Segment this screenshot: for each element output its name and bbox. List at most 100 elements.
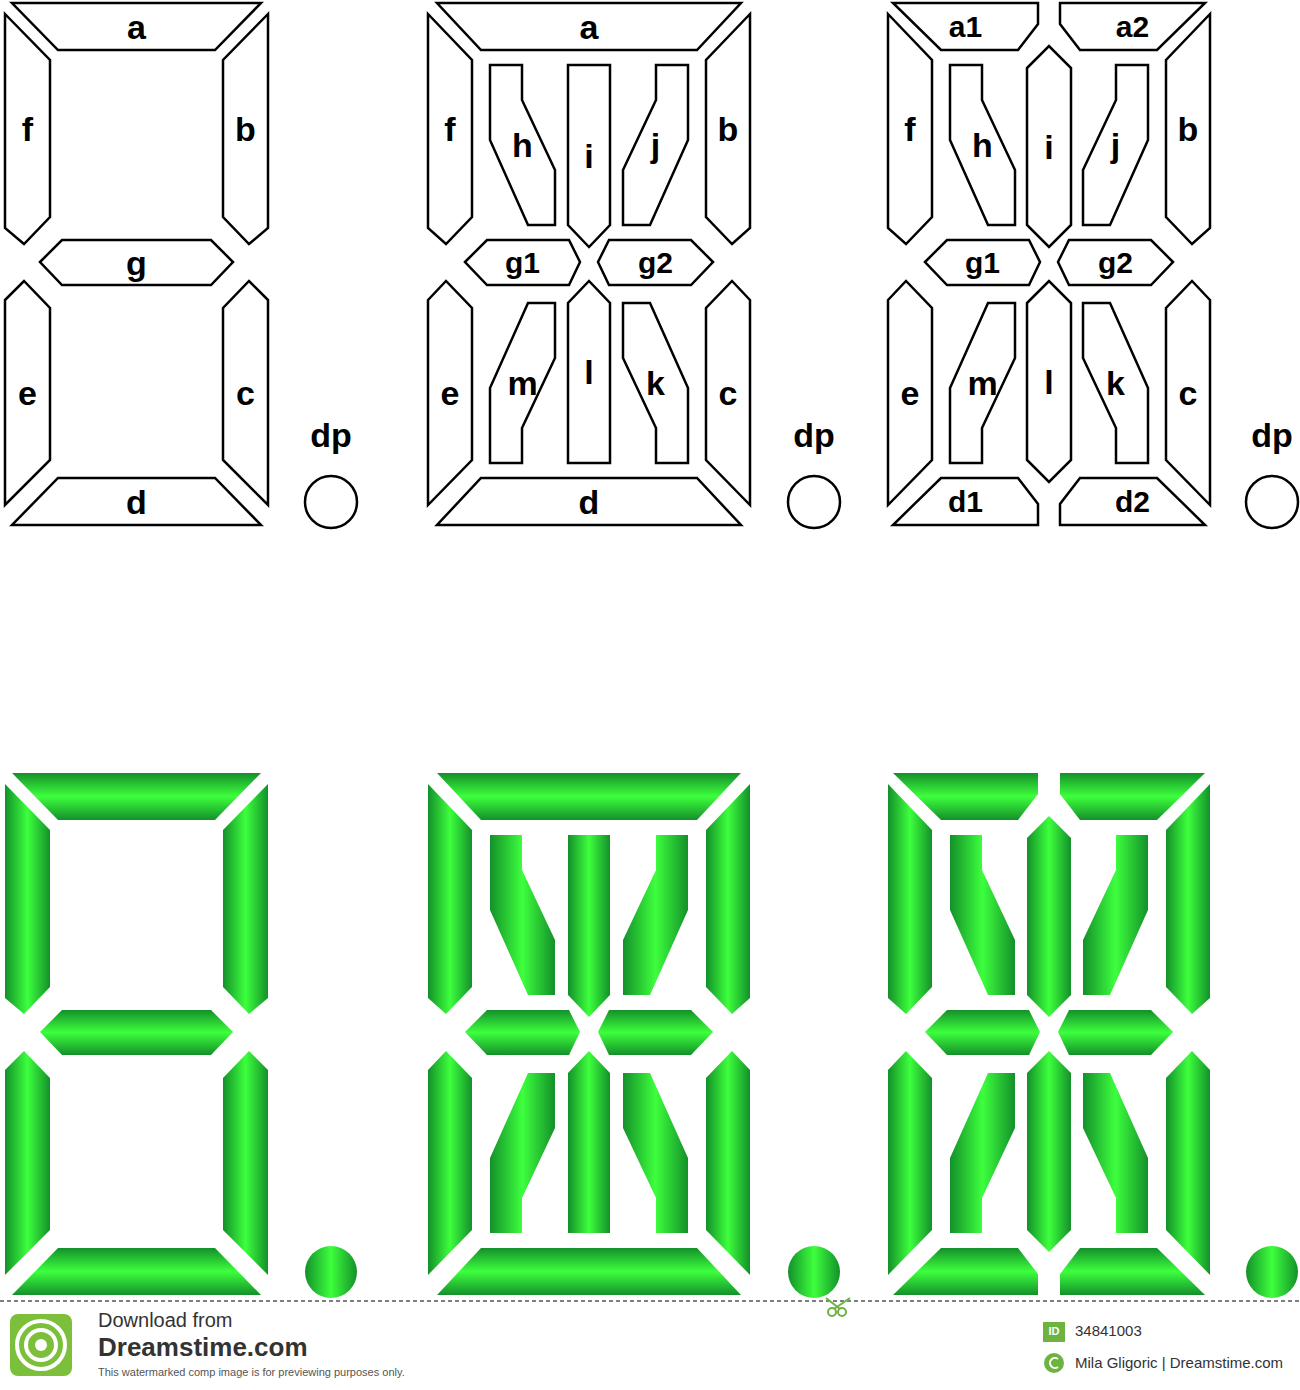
segment-polygon [888,14,932,244]
cut-line [0,1300,1300,1302]
segment-polygon [437,478,741,525]
segment-label: g1 [965,248,1000,278]
segment-outline: e [885,278,935,508]
segment-outline: c [1163,278,1213,508]
segment-outline: a [434,0,744,53]
segment-label: l [1044,365,1053,399]
segment-polygon [223,281,268,505]
green-segment [568,1051,610,1233]
segment-polygon [490,303,555,463]
segment-label: d [126,485,147,519]
green-segment [1027,816,1071,1017]
segment-label: dp [310,418,352,452]
decimal-point: dp [1237,418,1300,531]
segment-polygon [1027,46,1071,247]
segment-polygon [1058,240,1173,285]
segment-polygon [5,281,50,505]
green-segment [1083,1073,1148,1233]
segment-outline: b [703,11,753,247]
segment-polygon [223,14,268,244]
segment-label: f [904,112,915,146]
segment-polygon [568,65,610,247]
segment-label: k [1106,366,1125,400]
segment-label: i [1044,130,1053,164]
segment-outline: b [220,11,271,247]
segment-polygon [490,65,555,225]
segment-label: l [584,355,593,389]
segment-polygon [706,14,750,244]
segment-polygon [950,303,1015,463]
segment-polygon [1083,65,1148,225]
segment-polygon [925,240,1040,285]
green-segment [706,784,750,1014]
segment-label: f [22,112,33,146]
segment-label: i [584,139,593,173]
segment-outline: g1 [462,237,583,288]
green-segment [12,773,261,820]
segment-polygon [1083,303,1148,463]
green-segment [5,1051,50,1275]
green-segment [437,1248,741,1295]
segment-outline: g2 [1055,237,1176,288]
green-decimal-point [305,1246,357,1298]
watermark-text: Download from [98,1309,233,1331]
segment-polygon [1166,14,1210,244]
segment-outline: i [1024,43,1074,250]
green-segment [5,784,50,1014]
decimal-point-circle [305,476,357,528]
segment-polygon [1166,281,1210,505]
segment-label: dp [793,418,835,452]
decimal-point-circle [788,476,840,528]
green-segment [888,784,932,1014]
segment-label: a [580,10,599,44]
decimal-point: dp [779,418,849,531]
segment-outline: b [1163,11,1213,247]
green-segment [623,835,688,995]
segment-label: b [718,112,739,146]
id-badge-text: ID [1043,1325,1065,1337]
segment-polygon [12,3,261,50]
segment-polygon [5,14,50,244]
green-segment [706,1051,750,1275]
segment-outline: d2 [1057,475,1208,528]
segment-label: g2 [1098,248,1133,278]
segment-outline: m [947,300,1018,466]
segment-label: k [646,366,665,400]
segment-outline: d [9,475,264,528]
green-segment [40,1010,233,1055]
segment-polygon [1027,281,1071,482]
green-segment [1060,1248,1205,1295]
segment-label: f [444,112,455,146]
green-segment [1027,1051,1071,1252]
segment-polygon [598,240,713,285]
segment-outline: a [9,0,264,53]
segment-outline: d1 [890,475,1041,528]
green-segment [623,1073,688,1233]
green-segment [1166,784,1210,1014]
segment-outline: g1 [922,237,1043,288]
author-credit: Mila Gligoric | Dreamstime.com [1075,1355,1283,1372]
segment-label: a2 [1116,12,1149,42]
segment-label: g2 [638,248,673,278]
segment-outline: l [565,278,613,466]
copyright-icon [1044,1353,1064,1373]
segment-label: d1 [948,487,983,517]
decimal-point: dp [296,418,366,531]
segment-label: c [1179,376,1198,410]
watermark-brand: Dreamstime.com [98,1333,308,1362]
segment-label: d [579,485,600,519]
segment-label: d2 [1115,487,1150,517]
green-segment [1166,1051,1210,1275]
segment-label: h [972,128,993,162]
green-segment [428,784,472,1014]
segment-polygon [437,3,741,50]
segment-outline: f [2,11,53,247]
segment-outline: j [620,62,691,228]
green-segment [893,1248,1038,1295]
segment-outline: h [947,62,1018,228]
green-decimal-point [1246,1246,1298,1298]
green-segment [925,1010,1040,1055]
scissors-icon [826,1298,850,1316]
green-segment [1058,1010,1173,1055]
